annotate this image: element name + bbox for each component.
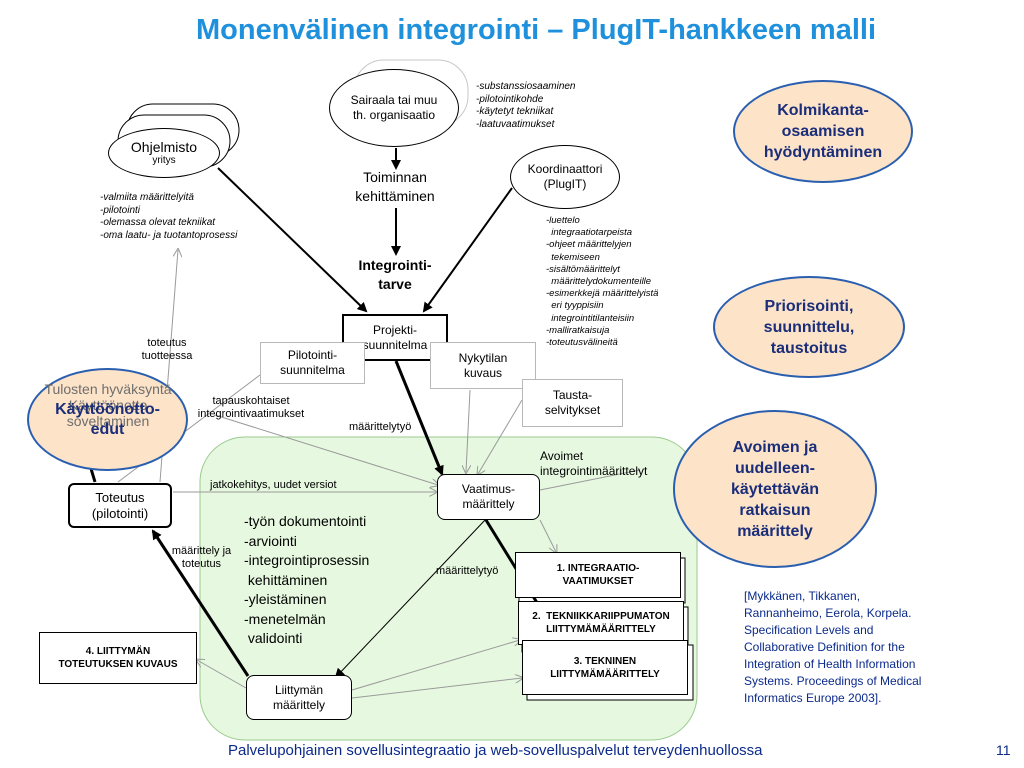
- doc2-node[interactable]: 2. TEKNIIKKARIIPPUMATON LIITTYMÄMÄÄRITTE…: [518, 601, 684, 645]
- toteutus-label: Toteutus (pilotointi): [91, 489, 149, 521]
- arrow-liittyman-toteutus: [151, 529, 250, 677]
- arrow-avoimet: [539, 469, 641, 491]
- kayttoonotto-node[interactable]: [27, 368, 188, 471]
- doc2-label: 2. TEKNIIKKARIIPPUMATON LIITTYMÄMÄÄRITTE…: [532, 611, 670, 635]
- projektisuunnitelma-label: Projekti- suunnitelma: [362, 322, 428, 352]
- vaatimusmaarittely-label: Vaatimus- määrittely: [461, 482, 516, 511]
- kayttoonotto-label: Käyttöönotto- edut: [55, 401, 160, 438]
- toiminnan-label: Toiminnan kehittäminen: [355, 169, 435, 204]
- arrow-liittyman-doc4: [197, 660, 247, 689]
- kayttoonotto-under-label: Tulosten hyväksyntä Käyttöönotto sovelta…: [44, 381, 172, 429]
- footer-text: Palvelupohjainen sovellusintegraatio ja …: [228, 742, 763, 759]
- nykytilan-node[interactable]: Nykytilan kuvaus: [430, 342, 536, 389]
- arrow-nykytilan-vaatimus: [466, 389, 470, 472]
- liittyman-node[interactable]: Liittymän määrittely: [246, 675, 352, 720]
- maarittelytyo-label-2: määrittelytyö: [436, 565, 499, 577]
- arrow-vaatimus-doc1: [539, 519, 556, 552]
- slide-title: Monenvälinen integrointi – PlugIT-hankke…: [196, 14, 876, 46]
- avoimen-callout: Avoimen ja uudelleen- käytettävän ratkai…: [673, 410, 877, 568]
- arrow-vaatimus-liittyman: [334, 518, 487, 679]
- koordinaattori-label: Koordinaattori (PlugIT): [527, 162, 603, 191]
- sairaala-node[interactable]: Sairaala tai muu th. organisaatio: [329, 69, 459, 147]
- integrointitarve-label: Integrointi- tarve: [358, 257, 432, 292]
- sairaala-label: Sairaala tai muu th. organisaatio: [350, 93, 438, 122]
- doc3-node[interactable]: 3. TEKNINEN LIITTYMÄMÄÄRITTELY: [522, 640, 688, 695]
- pilotointisuunnitelma-node[interactable]: Pilotointi- suunnitelma: [260, 342, 365, 384]
- taustaselvitykset-node[interactable]: Tausta- selvitykset: [522, 379, 623, 427]
- vaatimusmaarittely-node[interactable]: Vaatimus- määrittely: [437, 474, 540, 520]
- arrow-ohjelmisto-projekti: [217, 167, 368, 313]
- maarittely-toteutus-label: määrittely ja toteutus: [171, 545, 232, 570]
- toteutus-node[interactable]: Toteutus (pilotointi): [68, 483, 172, 528]
- tapauskohtaiset-label: tapauskohtaiset integrointivaatimukset: [197, 395, 305, 420]
- reference-text: [Mykkänen, Tikkanen, Rannanheimo, Eerola…: [744, 589, 922, 705]
- kolmikanta-label: Kolmikanta- osaamisen hyödyntäminen: [763, 102, 883, 161]
- process-list: -työn dokumentointi -arviointi -integroi…: [244, 513, 370, 646]
- pilotointisuunnitelma-label: Pilotointi- suunnitelma: [280, 348, 345, 377]
- liittyman-label: Liittymän määrittely: [272, 682, 325, 712]
- maarittelytyo-label-1: määrittelytyö: [349, 421, 412, 433]
- doc4-node[interactable]: 4. LIITTYMÄN TOTEUTUKSEN KUVAUS: [39, 632, 197, 684]
- jatkokehitys-label: jatkokehitys, uudet versiot: [210, 479, 337, 491]
- ohjelmisto-node[interactable]: Ohjelmisto yritys: [108, 128, 220, 178]
- ohjelmisto-notes: -valmiita määrittelyitä -pilotointi -ole…: [100, 192, 238, 241]
- arrow-tausta-vaatimus: [478, 399, 523, 474]
- toteutus-tuotteessa-label: toteutus tuotteessa: [141, 337, 193, 362]
- koordinaattori-node[interactable]: Koordinaattori (PlugIT): [510, 145, 620, 209]
- doc1-node[interactable]: 1. INTEGRAATIO- VAATIMUKSET: [515, 552, 681, 598]
- priorisointi-callout: Priorisointi, suunnittelu, taustoitus: [713, 276, 905, 378]
- ohjelmisto-sub: yritys: [152, 155, 176, 166]
- arrow-projekti-vaatimus: [394, 360, 444, 476]
- arrow-liittyman-doc3: [351, 678, 522, 699]
- avoimen-label: Avoimen ja uudelleen- käytettävän ratkai…: [730, 438, 820, 540]
- kolmikanta-callout: Kolmikanta- osaamisen hyödyntäminen: [733, 80, 913, 183]
- doc3-label: 3. TEKNINEN LIITTYMÄMÄÄRITTELY: [550, 655, 660, 680]
- nykytilan-label: Nykytilan kuvaus: [458, 350, 508, 380]
- koordinaattori-notes: -luettelo integraatiotarpeista -ohjeet m…: [546, 215, 659, 349]
- taustaselvitykset-label: Tausta- selvitykset: [544, 388, 601, 417]
- arrow-tapaus: [214, 414, 438, 485]
- sairaala-notes: -substanssiosaaminen -pilotointikohde -k…: [476, 81, 576, 130]
- page-number: 11: [996, 742, 1011, 758]
- arrow-koordinaattori-projekti: [422, 187, 513, 313]
- arrow-liittyman-doc2: [351, 640, 520, 691]
- priorisointi-label: Priorisointi, suunnittelu, taustoitus: [763, 297, 855, 357]
- ohjelmisto-title: Ohjelmisto: [130, 139, 198, 155]
- doc4-label: 4. LIITTYMÄN TOTEUTUKSEN KUVAUS: [58, 646, 178, 670]
- doc1-label: 1. INTEGRAATIO- VAATIMUKSET: [556, 563, 640, 587]
- avoimet-label: Avoimet integrointimäärittelyt: [540, 449, 648, 478]
